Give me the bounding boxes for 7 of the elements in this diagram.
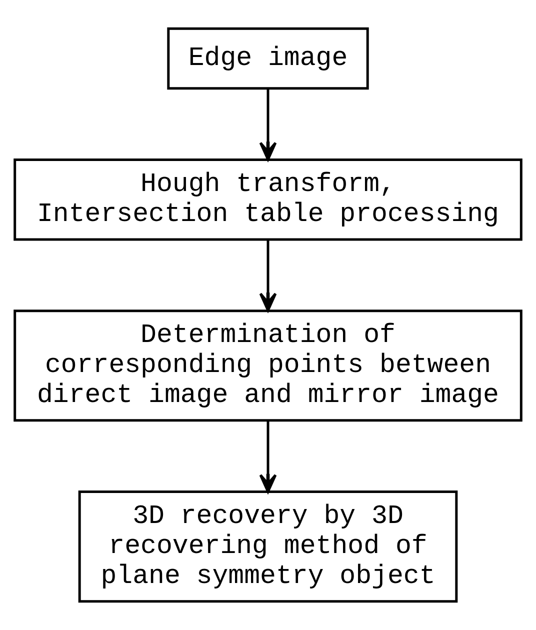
arrow xyxy=(259,240,277,312)
arrow xyxy=(259,88,277,161)
node-box: Hough transform, Intersection table processing xyxy=(14,158,522,241)
node-box: Determination of corresponding points between direct image and mirror image xyxy=(14,310,522,422)
arrow xyxy=(259,420,277,493)
node-box: Edge image xyxy=(167,27,369,90)
node-box: 3D recovery by 3D recovering method of plane symmetry object xyxy=(78,490,458,603)
